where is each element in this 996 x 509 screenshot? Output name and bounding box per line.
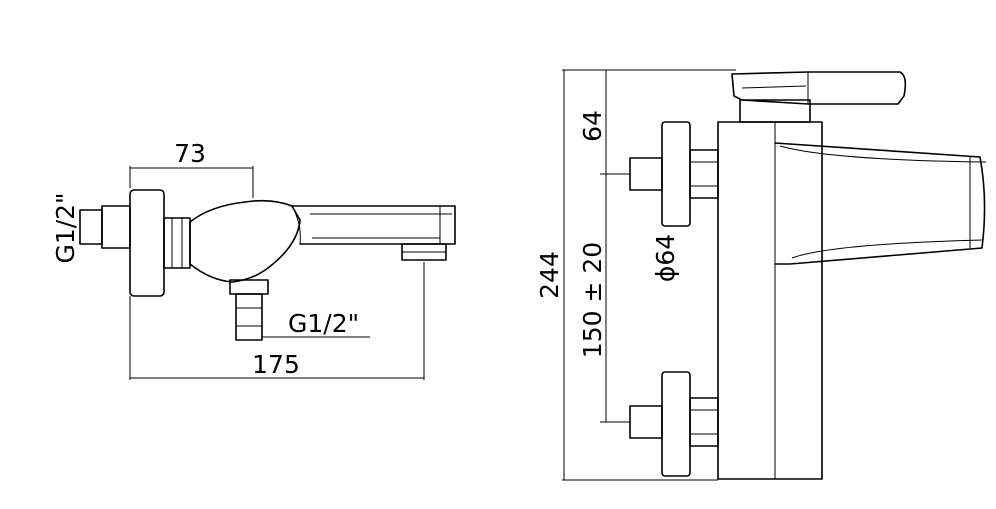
dimension-244: 244: [535, 69, 736, 481]
side-view: [79, 189, 456, 341]
dimension-73: 73: [129, 139, 254, 198]
dimension-175-label: 175: [252, 350, 300, 379]
inlet-thread-label: G1/2": [51, 192, 80, 263]
front-view: [629, 71, 987, 480]
inlet-nut: [101, 205, 131, 249]
dimension-73-label: 73: [174, 139, 206, 168]
mixer-body: [189, 199, 301, 283]
flange-diameter-label: ϕ64: [651, 234, 680, 282]
outlet-thread-label: G1/2": [288, 309, 359, 338]
lower-flange: [661, 371, 691, 477]
main-body: [717, 121, 823, 480]
wall-flange: [129, 189, 165, 297]
inlet-fitting: [79, 209, 103, 245]
outlet-thread-callout: G1/2": [262, 309, 370, 338]
upper-nut: [689, 149, 719, 199]
dimension-244-label: 244: [535, 251, 564, 299]
spout-front: [774, 142, 986, 265]
dimension-175: 175: [129, 262, 425, 380]
dimension-64-label: 64: [578, 110, 607, 142]
upper-pipe: [629, 157, 663, 191]
dimension-64: 64: [578, 70, 630, 175]
lower-nut: [689, 397, 719, 447]
dimension-centers-label: 150 ± 20: [578, 242, 607, 358]
dimension-centers: 150 ± 20: [578, 174, 630, 423]
lower-pipe: [629, 405, 663, 439]
lever-handle: [731, 71, 907, 105]
spout: [291, 205, 456, 245]
shower-outlet: [235, 293, 263, 341]
body-connector: [163, 217, 191, 269]
upper-flange: [661, 121, 691, 227]
